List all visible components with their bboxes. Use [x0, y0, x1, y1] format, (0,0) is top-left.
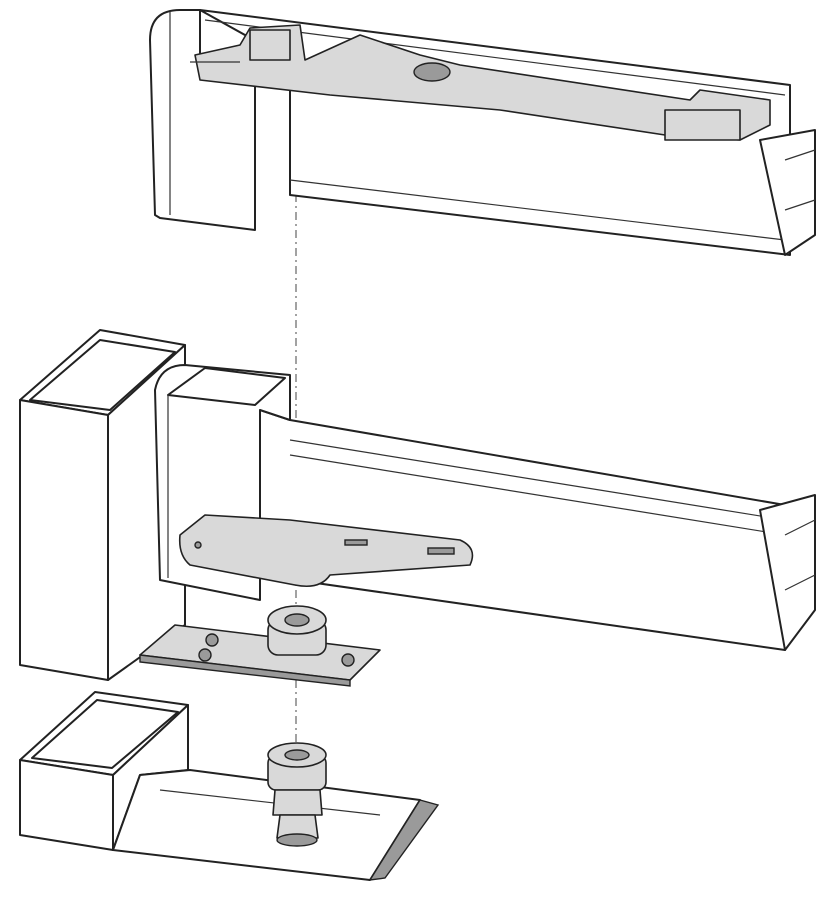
floor-plate [19, 691, 440, 881]
top-rail-with-closer-arm [149, 9, 816, 256]
bottom-rail [154, 364, 816, 651]
door-stile-frame [19, 329, 186, 681]
floor-pivot [267, 742, 327, 847]
pivot-arm [178, 514, 474, 588]
pivot-plate [139, 605, 381, 687]
